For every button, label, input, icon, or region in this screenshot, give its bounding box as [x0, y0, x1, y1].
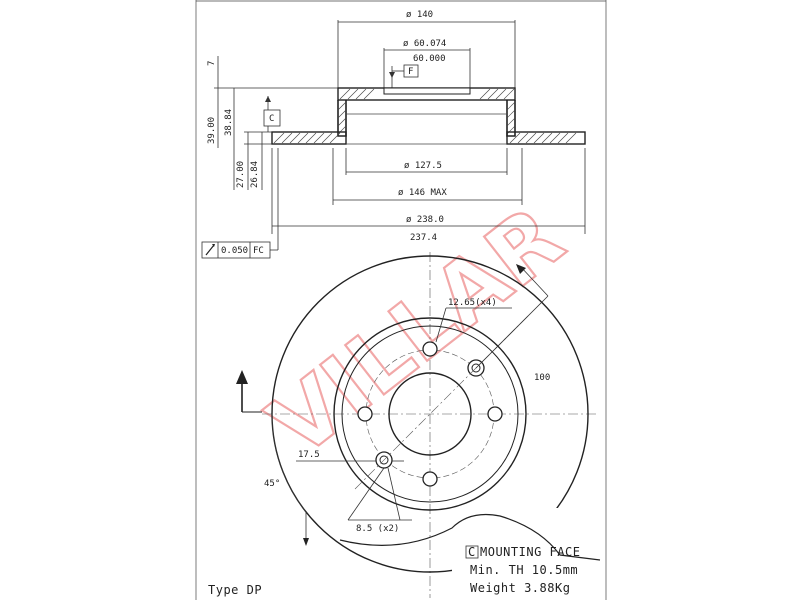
section-view: ø 140 ø 60.074 60.000 F: [201, 10, 586, 259]
bolt-hole-right: [487, 406, 503, 422]
dim-h2700: 27.00: [236, 161, 246, 188]
tolerance-value: 0.050: [221, 246, 248, 256]
datum-f-label: F: [408, 67, 413, 77]
dim-d1275: ø 127.5: [404, 161, 442, 171]
dim-d238: ø 238.0: [406, 215, 444, 225]
tolerance-ref: FC: [253, 246, 264, 256]
front-view: 12.65(x4) 100 17.5 8.5 (x2) 45°: [236, 252, 602, 600]
dim-d60000: 60.000: [413, 54, 446, 64]
dim-pcd: 100: [534, 373, 550, 383]
center-bore: [388, 372, 472, 456]
dim-h3900: 39.00: [207, 117, 217, 144]
mounting-face-label: MOUNTING FACE: [480, 545, 580, 559]
dim-d146: ø 146 MAX: [398, 188, 447, 198]
dim-hole: 12.65(x4): [448, 298, 497, 308]
dim-d140: ø 140: [406, 10, 433, 20]
watermark-text: VILLAR: [251, 188, 581, 477]
min-thickness: Min. TH 10.5mm: [470, 563, 578, 577]
info-block: C MOUNTING FACE Min. TH 10.5mm Weight 3.…: [465, 545, 580, 595]
dim-d60074: ø 60.074: [403, 39, 446, 49]
watermark: VILLAR: [250, 187, 582, 478]
mounting-face-letter: C: [468, 545, 476, 559]
dim-d2374: 237.4: [410, 233, 437, 243]
datum-c-box: [263, 109, 281, 127]
bolt-hole-bottom: [422, 471, 438, 487]
bolt-hole-left: [357, 406, 373, 422]
dim-h2684: 26.84: [250, 161, 260, 188]
weight: Weight 3.88Kg: [470, 581, 570, 595]
dim-h7: 7: [207, 61, 217, 66]
hub-inner-ring: [341, 325, 519, 503]
mounting-face-box: [465, 545, 479, 559]
dim-d85: 8.5 (x2): [356, 524, 399, 534]
dim-d175: 17.5: [298, 450, 320, 460]
type-label: Type DP: [208, 583, 262, 597]
hub-outer-ring: [333, 317, 527, 511]
datum-c-label: C: [269, 114, 274, 124]
bolt-hole-top: [422, 341, 438, 357]
dim-h3884: 38.84: [224, 109, 234, 136]
runout-tolerance-frame: 0.050 FC: [201, 148, 279, 259]
dim-angle: 45°: [264, 479, 280, 489]
